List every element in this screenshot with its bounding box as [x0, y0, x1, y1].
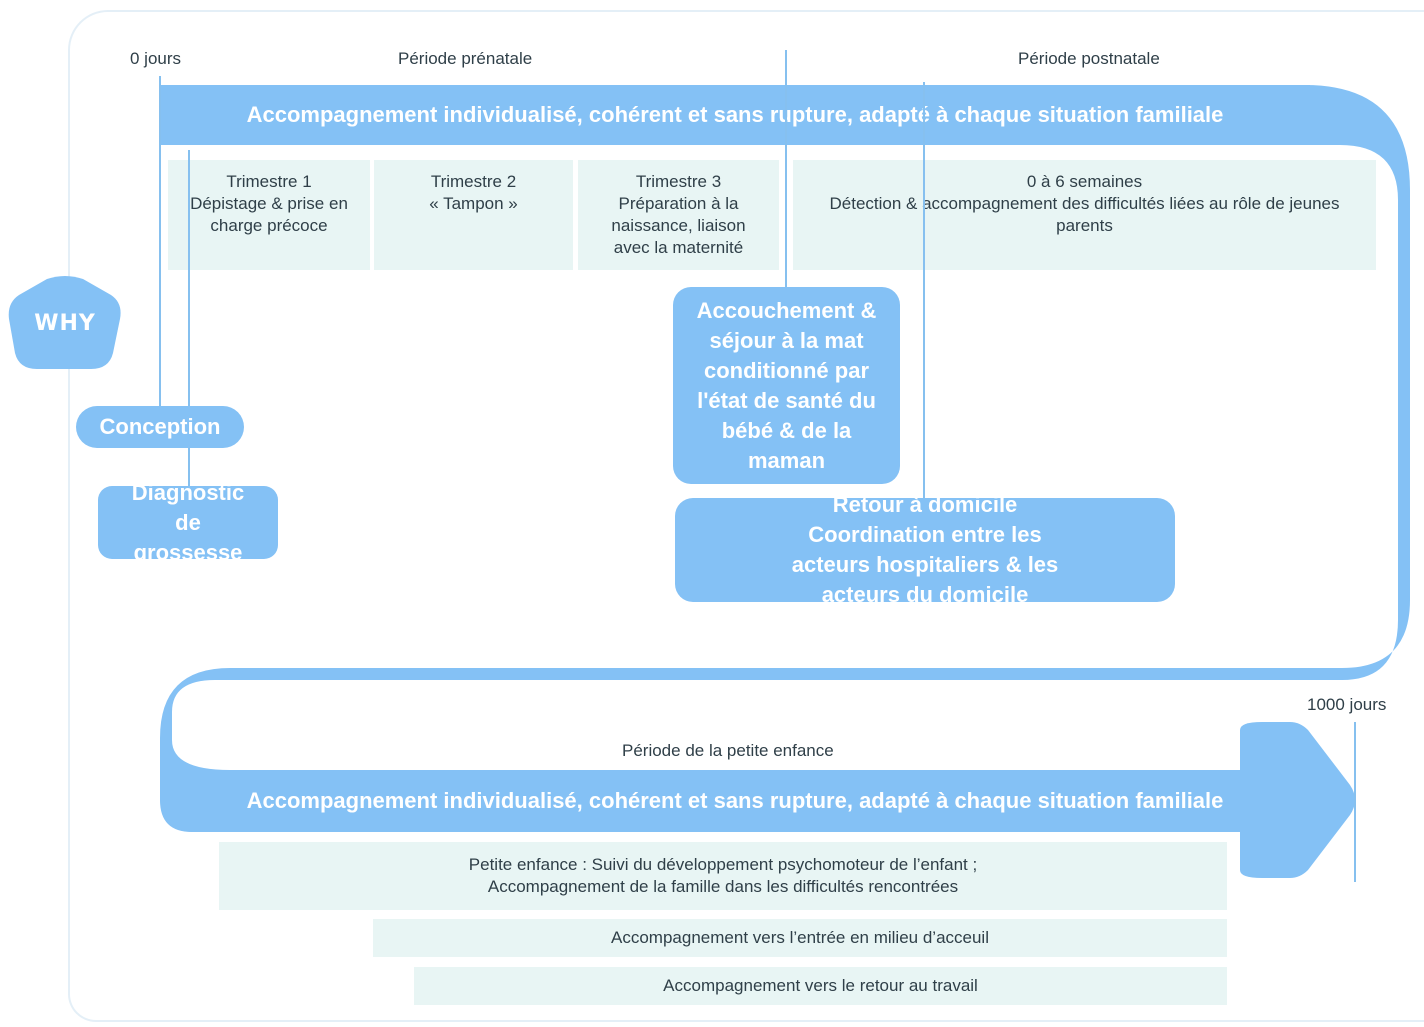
cell-trimestre-1: Trimestre 1 Dépistage & prise en charge …	[168, 160, 370, 270]
row-text: Petite enfance : Suivi du développement …	[468, 855, 978, 874]
cell-0-6-semaines: 0 à 6 semaines Détection & accompagnemen…	[793, 160, 1376, 270]
cell-text: « Tampon »	[429, 194, 518, 213]
retour-domicile-title: Retour à domicile	[832, 492, 1018, 517]
row-retour-travail: Accompagnement vers le retour au travail	[414, 967, 1227, 1005]
end-line	[1354, 722, 1356, 882]
early-childhood-period-label: Période de la petite enfance	[622, 741, 834, 760]
row-text: Accompagnement vers l’entrée en milieu d…	[611, 928, 989, 947]
home-return-line	[923, 82, 925, 500]
accouchement-milestone: Accouchement & séjour à la mat condition…	[673, 287, 900, 484]
row-milieu-accueil: Accompagnement vers l’entrée en milieu d…	[373, 919, 1227, 957]
diagram-frame	[68, 10, 1424, 1022]
retour-domicile-milestone: Retour à domicile Coordination entre les…	[675, 492, 1175, 607]
cell-title: Trimestre 1	[226, 172, 312, 191]
cell-title: 0 à 6 semaines	[1026, 172, 1143, 191]
top-band: Accompagnement individualisé, cohérent e…	[160, 85, 1310, 145]
end-label: 1000 jours	[1307, 695, 1387, 714]
retour-domicile-text: Coordination entre les acteurs hospitali…	[791, 522, 1059, 607]
cell-trimestre-3: Trimestre 3 Préparation à la naissance, …	[578, 160, 779, 270]
start-label: 0 jours	[130, 49, 182, 68]
row-text: Accompagnement vers le retour au travail	[663, 976, 978, 995]
cell-text: Préparation à la naissance, liaison avec…	[611, 194, 746, 257]
row-text: Accompagnement de la famille dans les di…	[487, 877, 959, 896]
cell-title: Trimestre 2	[430, 172, 517, 191]
postnatal-period-label: Période postnatale	[1018, 49, 1160, 68]
diagnostic-milestone: Diagnostic de grossesse	[98, 480, 278, 565]
prenatal-period-label: Période prénatale	[398, 49, 533, 68]
conception-milestone: Conception	[76, 406, 244, 448]
cell-trimestre-2: Trimestre 2 « Tampon »	[374, 160, 573, 270]
conception-line	[159, 76, 161, 406]
why-badge-shape	[8, 276, 121, 369]
bottom-band: Accompagnement individualisé, cohérent e…	[160, 770, 1310, 832]
row-petite-enfance: Petite enfance : Suivi du développement …	[219, 842, 1227, 910]
why-badge: WHY	[34, 310, 96, 336]
cell-title: Trimestre 3	[635, 172, 722, 191]
cell-text: Détection & accompagnement des difficult…	[829, 194, 1340, 235]
diagnostic-line	[188, 150, 190, 488]
birth-line	[785, 50, 787, 290]
cell-text: Dépistage & prise en charge précoce	[190, 194, 348, 235]
